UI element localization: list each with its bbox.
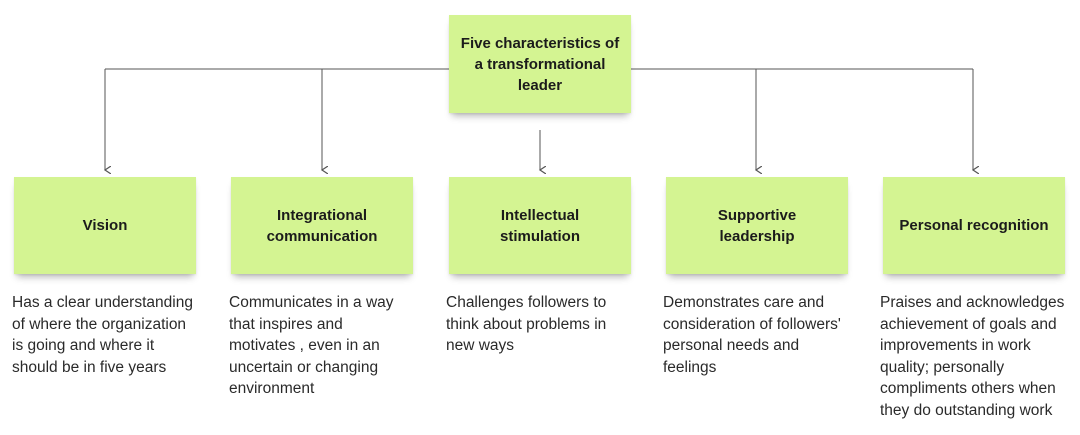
- description-supportive-leadership: Demonstrates care and consideration of f…: [663, 294, 841, 376]
- description-personal-recognition: Praises and acknowledges achievement of …: [880, 294, 1065, 419]
- description-integrational-communication: Communicates in a way that inspires and …: [229, 294, 394, 397]
- note-supportive-leadership: Supportive leadership: [666, 177, 848, 274]
- root-title: Five characteristics of a transformation…: [460, 34, 620, 94]
- note-vision: Vision: [14, 177, 196, 274]
- root-note: Five characteristics of a transformation…: [449, 15, 631, 113]
- note-integrational-communication: Integrational communication: [231, 177, 413, 274]
- note-personal-recognition-title: Personal recognition: [899, 217, 1049, 234]
- description-intellectual-stimulation: Challenges followers to think about prob…: [446, 294, 607, 354]
- note-integrational-communication-title: Integrational communication: [266, 206, 378, 245]
- note-supportive-leadership-title: Supportive leadership: [717, 206, 797, 245]
- note-vision-title: Vision: [82, 217, 128, 234]
- note-personal-recognition: Personal recognition: [883, 177, 1065, 274]
- note-intellectual-stimulation: Intellectual stimulation: [449, 177, 631, 274]
- note-intellectual-stimulation-title: Intellectual stimulation: [499, 206, 580, 245]
- description-vision: Has a clear understanding of where the o…: [12, 294, 193, 376]
